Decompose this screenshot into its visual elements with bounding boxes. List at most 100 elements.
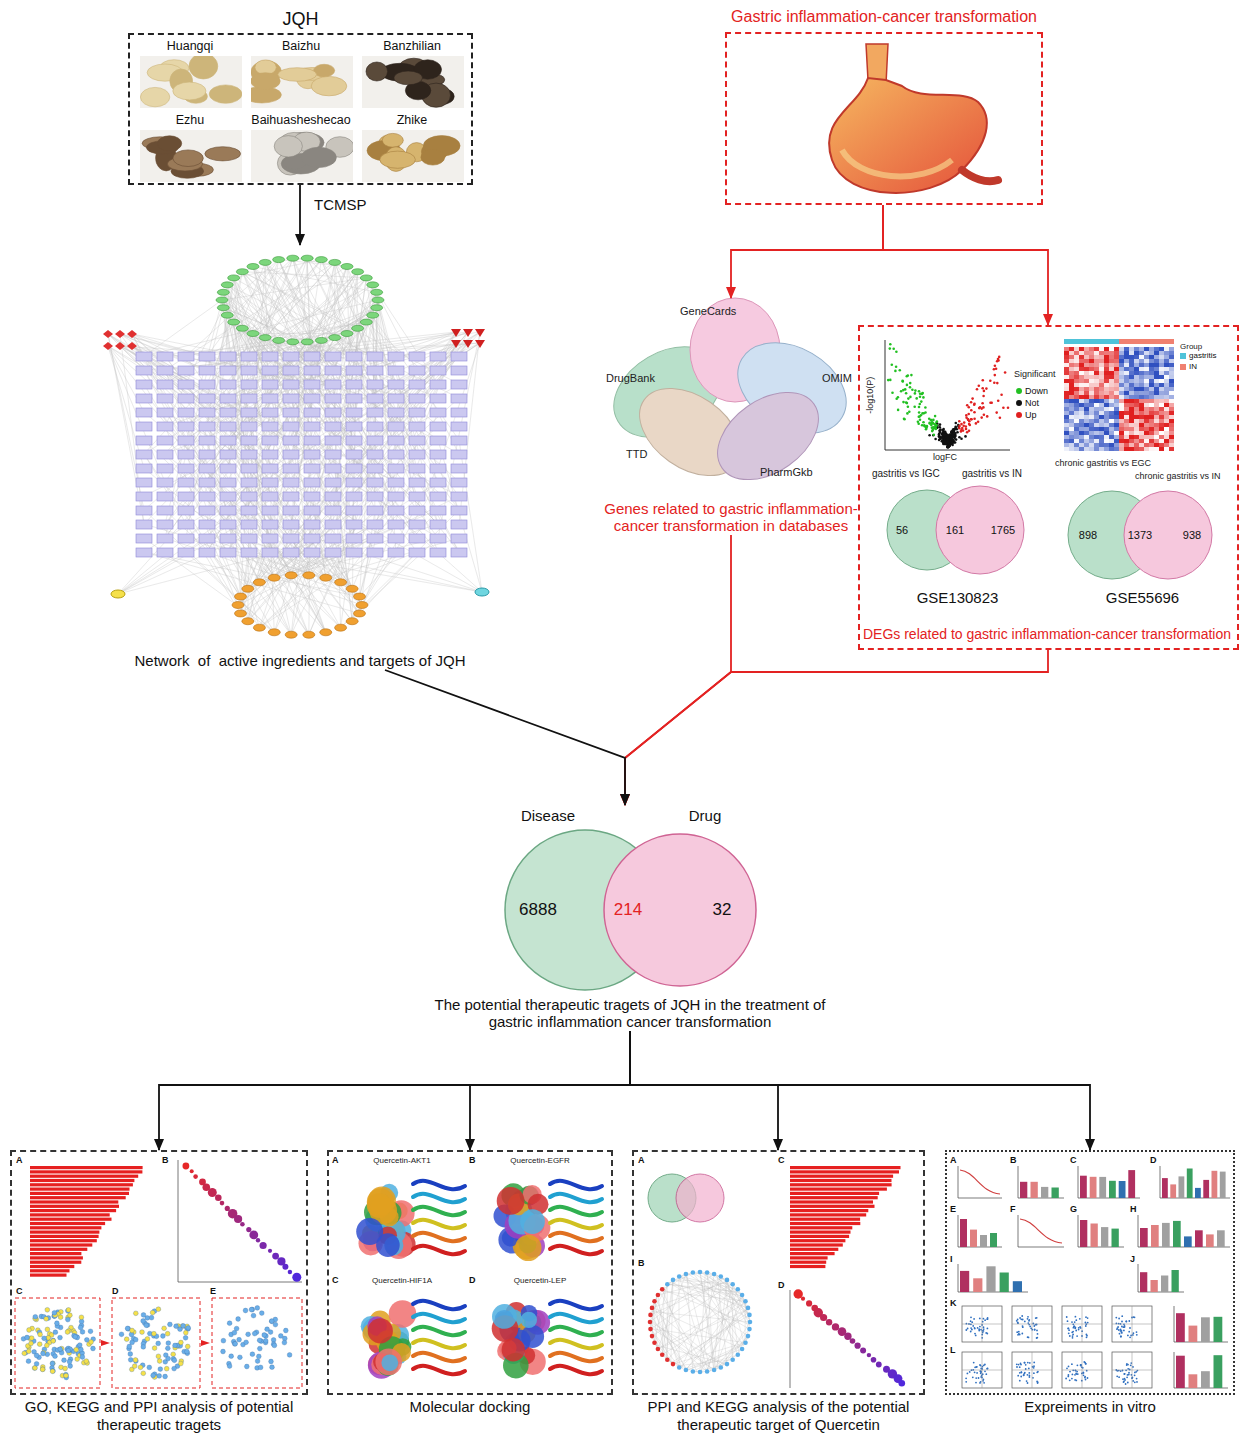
heatmap-cell xyxy=(1089,367,1094,371)
heatmap-cell xyxy=(1114,375,1119,379)
data-point xyxy=(976,388,979,391)
group-bar xyxy=(1064,339,1069,344)
heatmap-cell xyxy=(1104,395,1109,399)
target-node xyxy=(220,548,236,557)
ingredient-node xyxy=(232,602,244,609)
heatmap-cell xyxy=(1134,383,1139,387)
heatmap-cell xyxy=(1094,407,1099,411)
heatmap-cell xyxy=(1134,411,1139,415)
network-link xyxy=(207,260,279,356)
heatmap-cell xyxy=(1079,403,1084,407)
ingredient-node xyxy=(216,297,228,303)
target-node xyxy=(241,394,257,403)
heatmap-cell xyxy=(1089,399,1094,403)
heatmap-cell xyxy=(1169,431,1174,435)
heatmap-cell xyxy=(1154,379,1159,383)
data-point xyxy=(946,446,949,449)
data-point xyxy=(919,393,922,396)
target-node xyxy=(451,464,467,473)
network-link xyxy=(108,346,291,510)
heatmap-cell xyxy=(1079,407,1084,411)
network-link xyxy=(207,482,359,597)
heatmap-cell xyxy=(1124,411,1129,415)
dot xyxy=(215,1195,222,1202)
data-point xyxy=(921,412,924,415)
heatmap-cell xyxy=(1099,351,1104,355)
result-thumbnails xyxy=(15,1160,1230,1388)
data-point xyxy=(933,434,936,437)
network-link xyxy=(248,538,375,589)
ppi-node xyxy=(29,1341,34,1346)
target-node xyxy=(430,408,446,417)
network-link xyxy=(438,440,482,592)
target-node xyxy=(325,436,341,445)
bar xyxy=(30,1196,126,1199)
target-node xyxy=(220,520,236,529)
heatmap-cell xyxy=(1164,403,1169,407)
heatmap-cell xyxy=(1064,439,1069,443)
network-link xyxy=(120,334,438,538)
data-point xyxy=(944,431,947,434)
heatmap-cell xyxy=(1154,407,1159,411)
heatmap-cell xyxy=(1064,403,1069,407)
target-node xyxy=(241,422,257,431)
network-link xyxy=(270,332,480,454)
data-point xyxy=(981,387,984,390)
heatmap-cell xyxy=(1149,387,1154,391)
heatmap-cell xyxy=(1154,399,1159,403)
ingredient-node xyxy=(372,297,384,303)
heatmap-cell xyxy=(1134,371,1139,375)
data-point xyxy=(925,427,928,430)
heatmap-cell xyxy=(1064,427,1069,431)
network-link xyxy=(265,262,335,337)
heatmap-cell xyxy=(1169,443,1174,447)
heatmap-cell xyxy=(1104,359,1109,363)
data-point xyxy=(905,401,908,404)
target-node xyxy=(304,478,320,487)
heatmap-cell xyxy=(1069,407,1074,411)
data-point xyxy=(977,421,980,424)
heatmap-cell xyxy=(1139,439,1144,443)
ingredient-node xyxy=(353,610,365,617)
heatmap-cell xyxy=(1149,439,1154,443)
target-node xyxy=(136,506,152,515)
network-link xyxy=(186,272,358,426)
network-link xyxy=(132,346,417,524)
bar xyxy=(30,1213,110,1216)
data-point xyxy=(930,419,933,422)
target-node xyxy=(451,422,467,431)
data-point xyxy=(982,395,985,398)
network-link xyxy=(265,262,333,398)
heatmap-cell xyxy=(1124,367,1129,371)
heatmap-cell xyxy=(1099,407,1104,411)
heatmap-cell xyxy=(1089,431,1094,435)
ingredient-node xyxy=(103,330,113,338)
network-link xyxy=(253,266,377,292)
heatmap-cell xyxy=(1084,383,1089,387)
heatmap-cell xyxy=(1074,419,1079,423)
dot xyxy=(256,1238,260,1242)
heatmap-cell xyxy=(1094,431,1099,435)
heatmap-cell xyxy=(1159,395,1164,399)
dot xyxy=(190,1169,194,1173)
heatmap-cell xyxy=(1079,427,1084,431)
group-bar xyxy=(1124,339,1129,344)
target-node xyxy=(451,408,467,417)
network-link xyxy=(234,278,396,370)
network-link xyxy=(248,454,333,621)
heatmap-cell xyxy=(1129,419,1134,423)
heatmap-cell xyxy=(1129,423,1134,427)
target-node xyxy=(388,366,404,375)
data-point xyxy=(907,397,910,400)
target-node xyxy=(346,534,362,543)
heatmap-cell xyxy=(1074,399,1079,403)
heatmap-cell xyxy=(1139,427,1144,431)
heatmap-cell xyxy=(1154,415,1159,419)
heatmap-cell xyxy=(1129,351,1134,355)
bar xyxy=(30,1175,138,1178)
heatmap-cell xyxy=(1134,391,1139,395)
heatmap-cell xyxy=(1094,391,1099,395)
ingredient-node xyxy=(253,579,265,586)
network-link xyxy=(279,260,354,440)
heatmap-cell xyxy=(1154,359,1159,363)
